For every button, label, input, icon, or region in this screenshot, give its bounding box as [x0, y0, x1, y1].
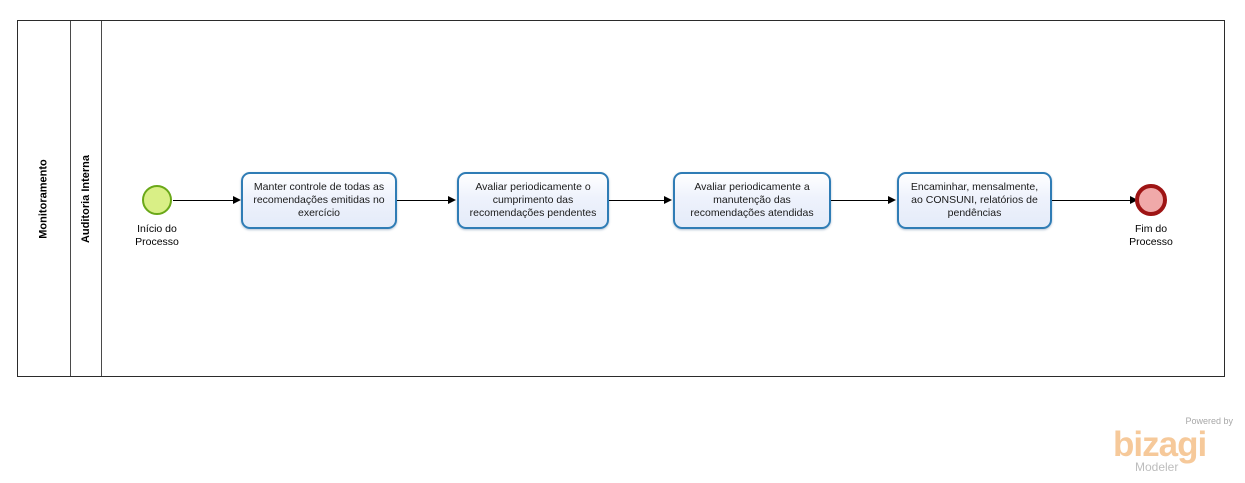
start-event[interactable]: [142, 185, 172, 215]
sequence-flow-start-to-task1[interactable]: [173, 200, 234, 201]
arrowhead-task2-to-task3: [664, 196, 672, 204]
lane-body-auditoria-interna: Início do Processo Manter controle de to…: [102, 21, 1224, 376]
end-event-label: Fim do Processo: [1096, 223, 1206, 249]
watermark-brand-logo: bizagi: [1113, 425, 1207, 464]
sequence-flow-task1-to-task2[interactable]: [397, 200, 449, 201]
task-encaminhar-consuni[interactable]: Encaminhar, mensalmente, ao CONSUNI, rel…: [897, 172, 1052, 229]
bizagi-watermark: Powered by bizagi Modeler: [1113, 416, 1235, 478]
lane-header-monitoramento[interactable]: Monitoramento: [18, 21, 71, 376]
watermark-product-name: Modeler: [1135, 460, 1179, 474]
sequence-flow-task2-to-task3[interactable]: [609, 200, 665, 201]
end-event[interactable]: [1135, 184, 1167, 216]
watermark-powered-by: Powered by: [1185, 416, 1233, 426]
task-avaliar-manutencao[interactable]: Avaliar periodicamente a manutenção das …: [673, 172, 831, 229]
arrowhead-task4-to-end: [1130, 196, 1138, 204]
end-event-label-line2: Processo: [1129, 236, 1173, 248]
end-event-label-line1: Fim do: [1134, 223, 1168, 235]
lane-label-auditoria-interna: Auditoria Interna: [80, 154, 93, 243]
lane-header-auditoria-interna[interactable]: Auditoria Interna: [71, 21, 102, 376]
start-event-label-line1: Início do: [137, 223, 177, 235]
arrowhead-start-to-task1: [233, 196, 241, 204]
start-event-label-line2: Processo: [135, 236, 179, 248]
arrowhead-task3-to-task4: [888, 196, 896, 204]
task-label: Avaliar periodicamente a manutenção das …: [690, 181, 814, 219]
sequence-flow-task3-to-task4[interactable]: [831, 200, 889, 201]
arrowhead-task1-to-task2: [448, 196, 456, 204]
task-label: Encaminhar, mensalmente, ao CONSUNI, rel…: [910, 181, 1039, 219]
lane-label-monitoramento: Monitoramento: [38, 158, 51, 239]
start-event-label: Início do Processo: [102, 223, 212, 249]
process-pool[interactable]: Monitoramento Auditoria Interna Início d…: [17, 20, 1225, 377]
task-label: Manter controle de todas as recomendaçõe…: [253, 181, 385, 219]
task-label: Avaliar periodicamente o cumprimento das…: [469, 181, 597, 219]
task-avaliar-cumprimento[interactable]: Avaliar periodicamente o cumprimento das…: [457, 172, 609, 229]
sequence-flow-task4-to-end[interactable]: [1052, 200, 1134, 201]
task-manter-controle[interactable]: Manter controle de todas as recomendaçõe…: [241, 172, 397, 229]
